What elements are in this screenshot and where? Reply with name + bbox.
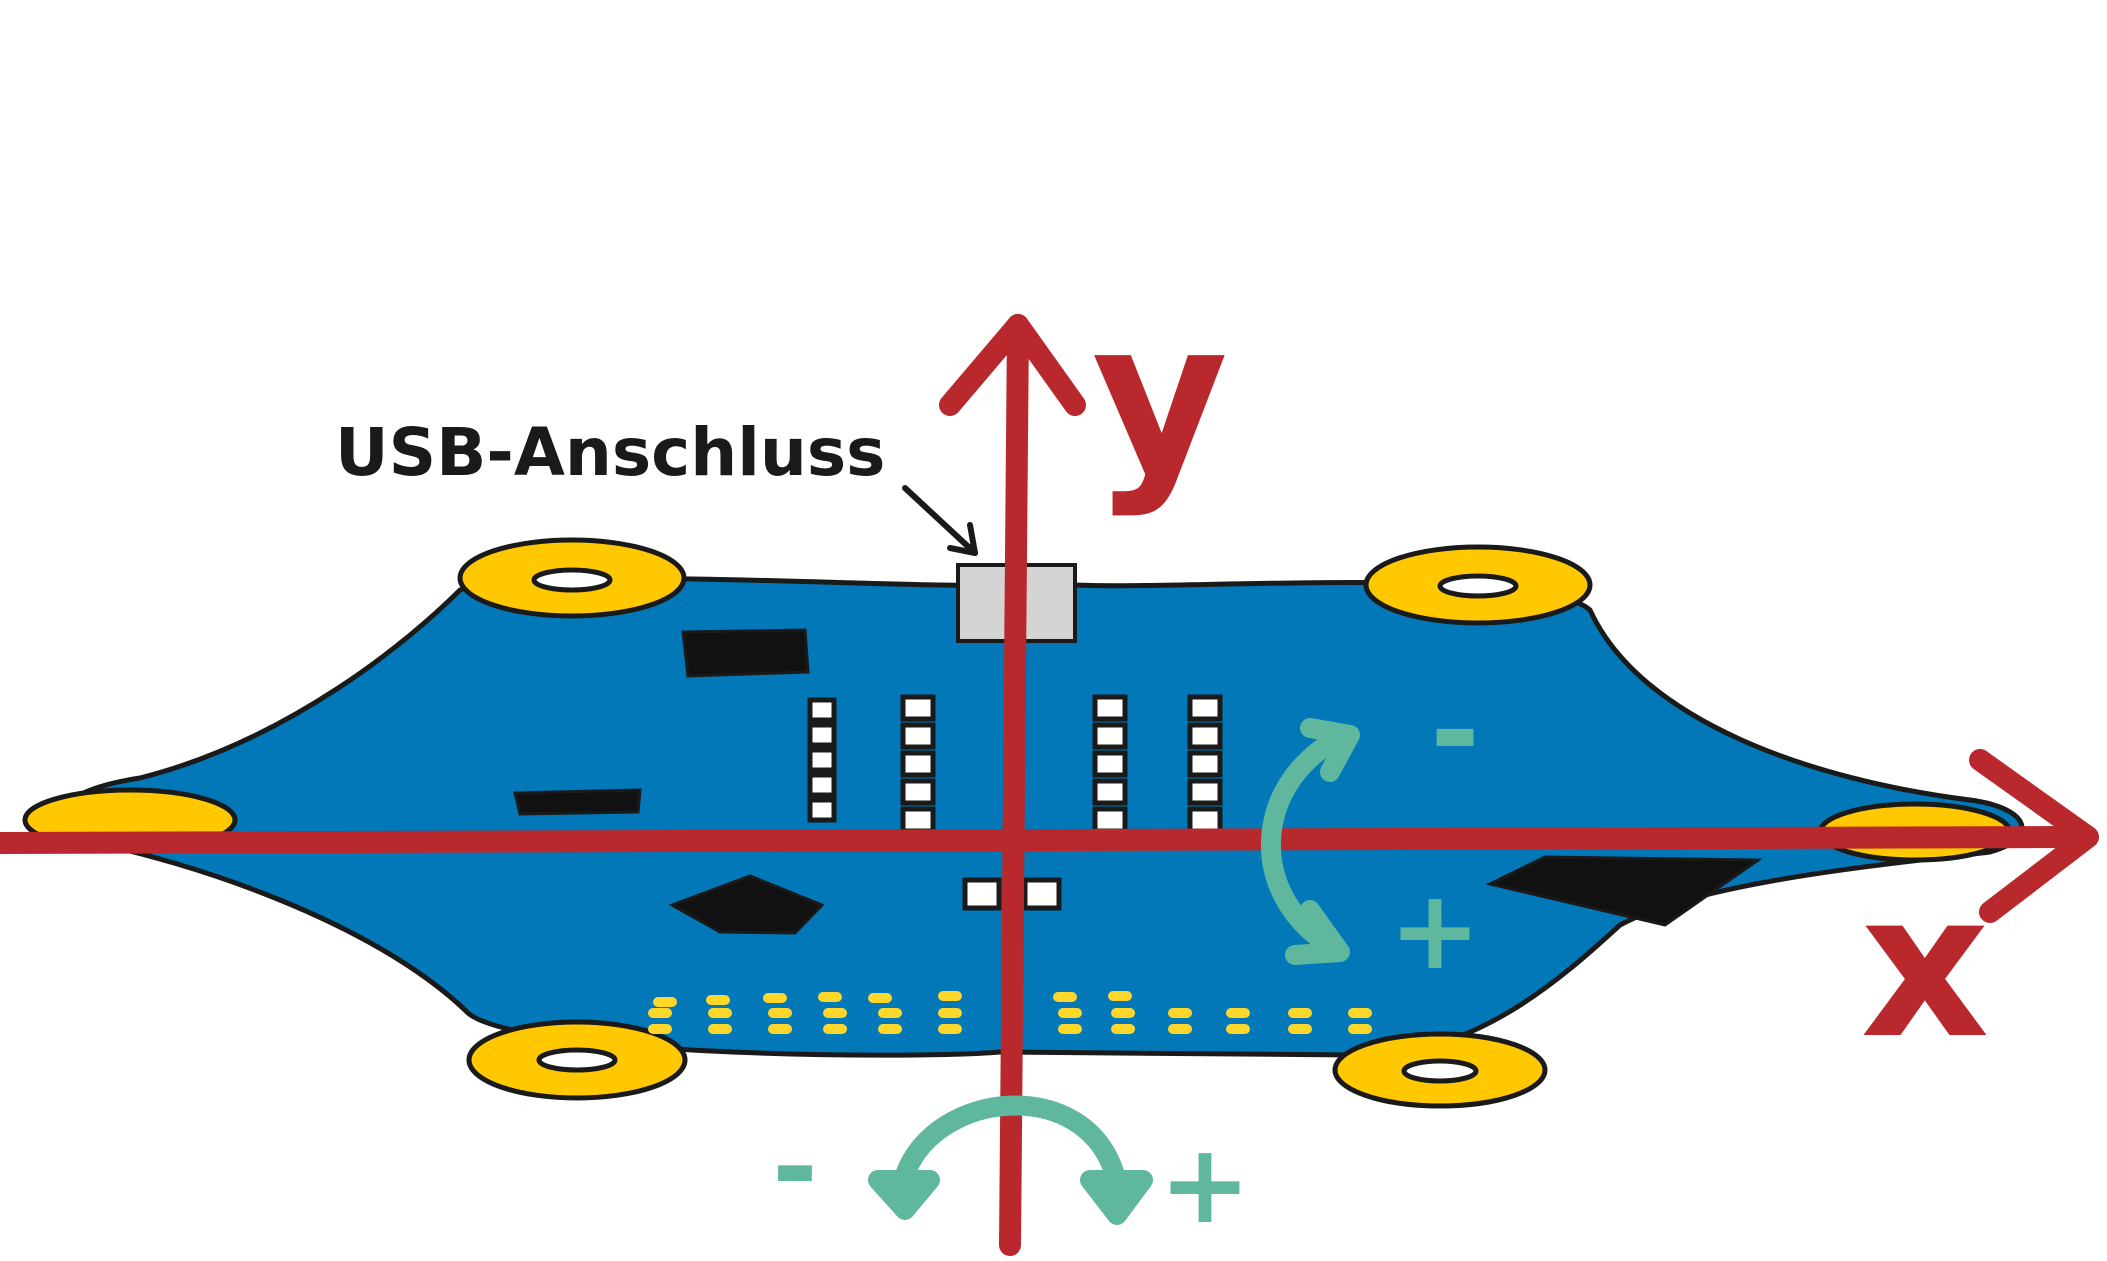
edge-pin: [1288, 1024, 1312, 1034]
edge-pin: [708, 1024, 732, 1034]
rotation-plus-side: +: [1389, 866, 1481, 994]
rotation-plus-bottom: +: [1159, 1120, 1251, 1248]
led: [1187, 694, 1223, 722]
rotation-arrow-y-axis: [868, 1095, 1153, 1225]
edge-pin: [1288, 1008, 1312, 1018]
rotation-minus-side: -: [1430, 662, 1480, 801]
led-bottom-right: [1022, 877, 1062, 911]
edge-pin: [1226, 1024, 1250, 1034]
led: [1092, 778, 1128, 806]
chip-bottom-left: [668, 874, 825, 935]
led: [1187, 778, 1223, 806]
led: [900, 722, 936, 750]
edge-connector-pins: [648, 991, 1372, 1034]
edge-pin: [823, 1024, 847, 1034]
led: [1187, 722, 1223, 750]
edge-pin: [823, 1008, 847, 1018]
edge-pin: [1058, 1008, 1082, 1018]
led: [807, 722, 837, 748]
edge-pin: [818, 992, 842, 1002]
led: [900, 750, 936, 778]
edge-pin: [878, 1024, 902, 1034]
edge-pin: [1168, 1024, 1192, 1034]
edge-pin: [1108, 991, 1132, 1001]
y-axis-label: y: [1092, 275, 1229, 520]
edge-pin: [768, 1024, 792, 1034]
led: [807, 697, 837, 723]
led: [1092, 806, 1128, 834]
edge-pin: [1111, 1024, 1135, 1034]
led: [807, 797, 837, 823]
edge-pin: [938, 991, 962, 1001]
edge-pin: [1111, 1008, 1135, 1018]
mounting-pad-bottom-left: [466, 1019, 688, 1101]
edge-pin: [938, 1024, 962, 1034]
edge-pin: [1348, 1008, 1372, 1018]
led: [900, 806, 936, 834]
rotation-minus-bottom: -: [772, 1103, 818, 1231]
mounting-pad-top-left: [457, 537, 687, 619]
edge-pin: [1058, 1024, 1082, 1034]
mounting-pad-bottom-right: [1332, 1031, 1548, 1109]
edge-pin: [706, 995, 730, 1005]
edge-pin: [1168, 1008, 1192, 1018]
led-bottom-left: [962, 877, 1002, 911]
x-axis: [0, 749, 2099, 923]
led: [1187, 806, 1223, 834]
mounting-pad-top-right: [1363, 544, 1593, 626]
led: [1187, 750, 1223, 778]
chip-left: [513, 788, 642, 816]
edge-pin: [648, 1008, 672, 1018]
y-axis: [939, 314, 1086, 1256]
edge-pin: [768, 1008, 792, 1018]
edge-pin: [648, 1024, 672, 1034]
led: [1092, 722, 1128, 750]
edge-pin: [878, 1008, 902, 1018]
edge-pin: [763, 993, 787, 1003]
x-axis-label: x: [1860, 850, 1989, 1083]
led: [807, 747, 837, 773]
led: [900, 694, 936, 722]
usb-port-label: USB-Anschluss: [335, 414, 885, 491]
led: [1092, 694, 1128, 722]
led: [807, 772, 837, 798]
edge-pin: [1053, 992, 1077, 1002]
chip-right: [1485, 855, 1763, 927]
edge-pin: [653, 997, 677, 1007]
chip-top-left: [681, 628, 810, 678]
rotation-arrow-x-axis: [1260, 718, 1360, 965]
led-matrix: [807, 694, 1223, 834]
edge-pin: [938, 1008, 962, 1018]
led: [900, 778, 936, 806]
edge-pin: [1226, 1008, 1250, 1018]
edge-pin: [868, 993, 892, 1003]
led: [1092, 750, 1128, 778]
edge-pin: [708, 1008, 732, 1018]
usb-callout-arrow: [902, 485, 978, 556]
board-body: [60, 575, 2025, 1058]
edge-pin: [1348, 1024, 1372, 1034]
